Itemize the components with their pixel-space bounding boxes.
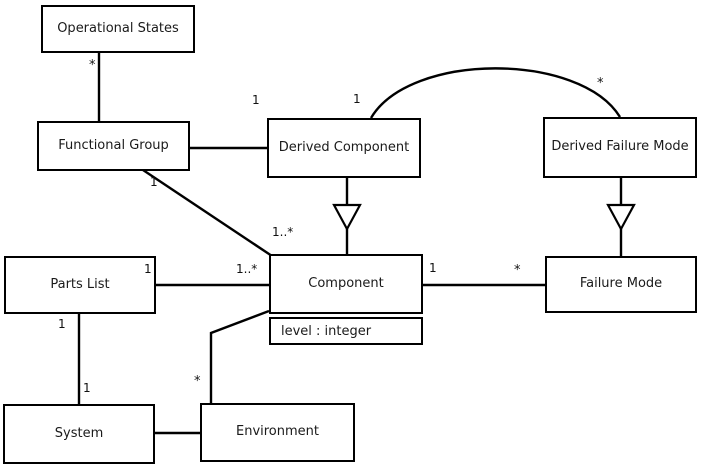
- class-name-component: Component: [308, 275, 384, 291]
- class-name-derived-failure-mode: Derived Failure Mode: [551, 139, 689, 155]
- multiplicity-label-rel-funcgroup-component-0: 1: [150, 175, 158, 189]
- class-box-derived-failure-mode[interactable]: Derived Failure Mode: [543, 117, 697, 178]
- class-box-derived-component[interactable]: Derived Component: [267, 118, 421, 178]
- attribute-component-0: level : integer: [281, 323, 372, 339]
- class-name-derived-component: Derived Component: [278, 139, 410, 155]
- generalization-arrow-gen-derivedcomponent-component: [332, 203, 362, 232]
- edge-rel-environment-component: [209, 309, 270, 403]
- class-name-system: System: [54, 425, 104, 441]
- generalization-arrow-gen-derivedfailuremode-failuremode: [606, 203, 636, 232]
- class-box-operational-states[interactable]: Operational States: [41, 5, 195, 53]
- class-attributes-component[interactable]: level : integer: [269, 317, 423, 345]
- class-name-operational-states: Operational States: [57, 20, 179, 36]
- class-box-functional-group[interactable]: Functional Group: [37, 121, 190, 171]
- edge-rel-funcgroup-component: [142, 169, 273, 257]
- multiplicity-label-rel-funcgroup-derivedcomponent-0: 1: [252, 93, 260, 107]
- class-box-system[interactable]: System: [3, 404, 155, 464]
- multiplicity-label-rel-partslist-component-0: 1: [144, 262, 152, 276]
- multiplicity-label-rel-partslist-system-0: 1: [58, 317, 66, 331]
- class-box-failure-mode[interactable]: Failure Mode: [545, 256, 697, 313]
- multiplicity-label-rel-component-failuremode-0: 1: [429, 261, 437, 275]
- class-box-parts-list[interactable]: Parts List: [4, 256, 156, 314]
- class-box-environment[interactable]: Environment: [200, 403, 355, 462]
- multiplicity-label-rel-funcgroup-component-1: 1..*: [272, 225, 294, 239]
- class-name-failure-mode: Failure Mode: [579, 276, 663, 292]
- multiplicity-label-rel-derivedcomponent-derivedfailuremode-0: 1: [353, 92, 361, 106]
- multiplicity-label-rel-opstates-funcgroup-0: *: [89, 58, 96, 73]
- edge-rel-derivedcomponent-derivedfailuremode: [369, 67, 622, 119]
- class-name-functional-group: Functional Group: [58, 137, 169, 153]
- class-name-parts-list: Parts List: [50, 276, 110, 292]
- multiplicity-label-rel-environment-component-0: *: [194, 374, 201, 389]
- multiplicity-label-rel-partslist-system-1: 1: [83, 381, 91, 395]
- multiplicity-label-rel-component-failuremode-1: *: [514, 263, 521, 278]
- class-box-component[interactable]: Component: [269, 254, 423, 314]
- multiplicity-label-rel-derivedcomponent-derivedfailuremode-1: *: [597, 76, 604, 91]
- multiplicity-label-rel-partslist-component-1: 1..*: [236, 262, 258, 276]
- class-name-environment: Environment: [235, 424, 319, 440]
